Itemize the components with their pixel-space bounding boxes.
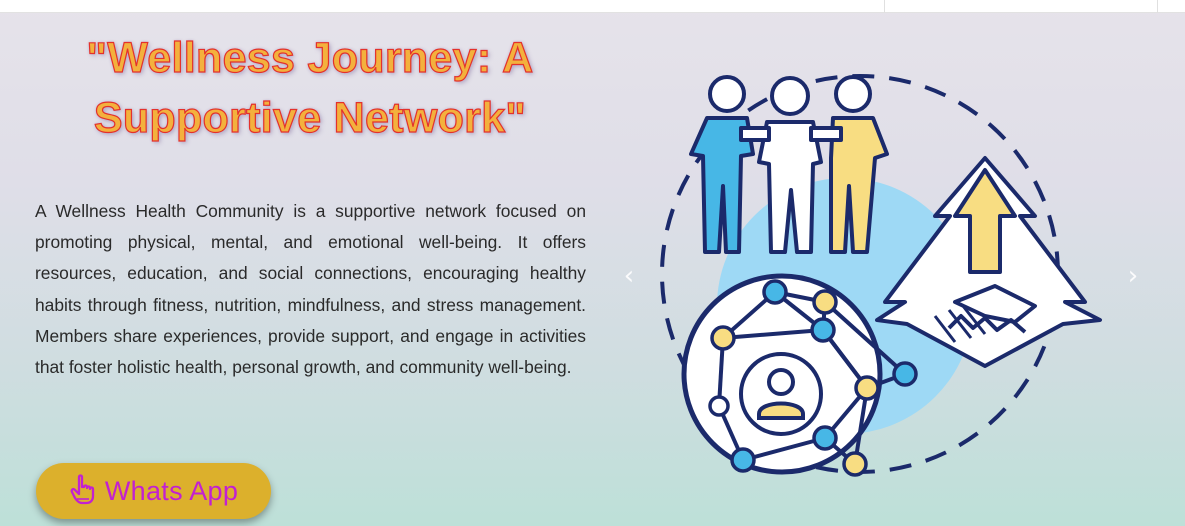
hero-title-line2: Supportive Network" (93, 93, 527, 142)
people-group-icon (689, 75, 889, 254)
chevron-left-icon: ‹ (623, 261, 635, 291)
hero-title: "Wellness Journey: A Supportive Network" (40, 28, 580, 148)
whatsapp-button[interactable]: Whats App (36, 463, 271, 519)
network-globe-icon (681, 273, 918, 477)
top-bar-divider (1157, 0, 1158, 13)
pointing-hand-icon (69, 473, 99, 510)
hero-description: A Wellness Health Community is a support… (35, 201, 586, 378)
whatsapp-button-label: Whats App (104, 475, 239, 506)
user-icon (739, 352, 823, 436)
handshake-icon (875, 156, 1102, 368)
carousel-next-button[interactable]: › (1122, 262, 1144, 290)
top-bar-divider (884, 0, 885, 13)
chevron-right-icon: › (1127, 261, 1139, 291)
arrow-up-icon (953, 168, 1017, 274)
community-network-illustration (655, 66, 1115, 486)
carousel-prev-button[interactable]: ‹ (618, 262, 640, 290)
hero-title-line1: "Wellness Journey: A (86, 33, 534, 82)
top-bar (0, 0, 1185, 13)
